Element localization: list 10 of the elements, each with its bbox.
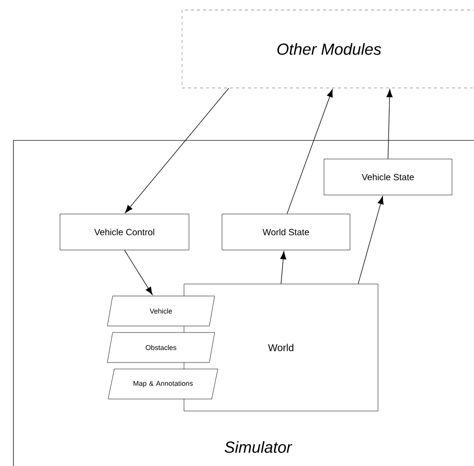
arrow: [386, 89, 393, 160]
arrow: [280, 251, 286, 284]
arrow: [358, 196, 384, 284]
process-box: Vehicle Control: [60, 214, 190, 250]
arrow: [125, 88, 230, 214]
module-box: Other Modules: [182, 10, 474, 88]
process-box: World State: [222, 214, 350, 250]
arrow: [286, 89, 333, 214]
process-box: Vehicle State: [324, 158, 452, 196]
arrow: [124, 250, 153, 295]
